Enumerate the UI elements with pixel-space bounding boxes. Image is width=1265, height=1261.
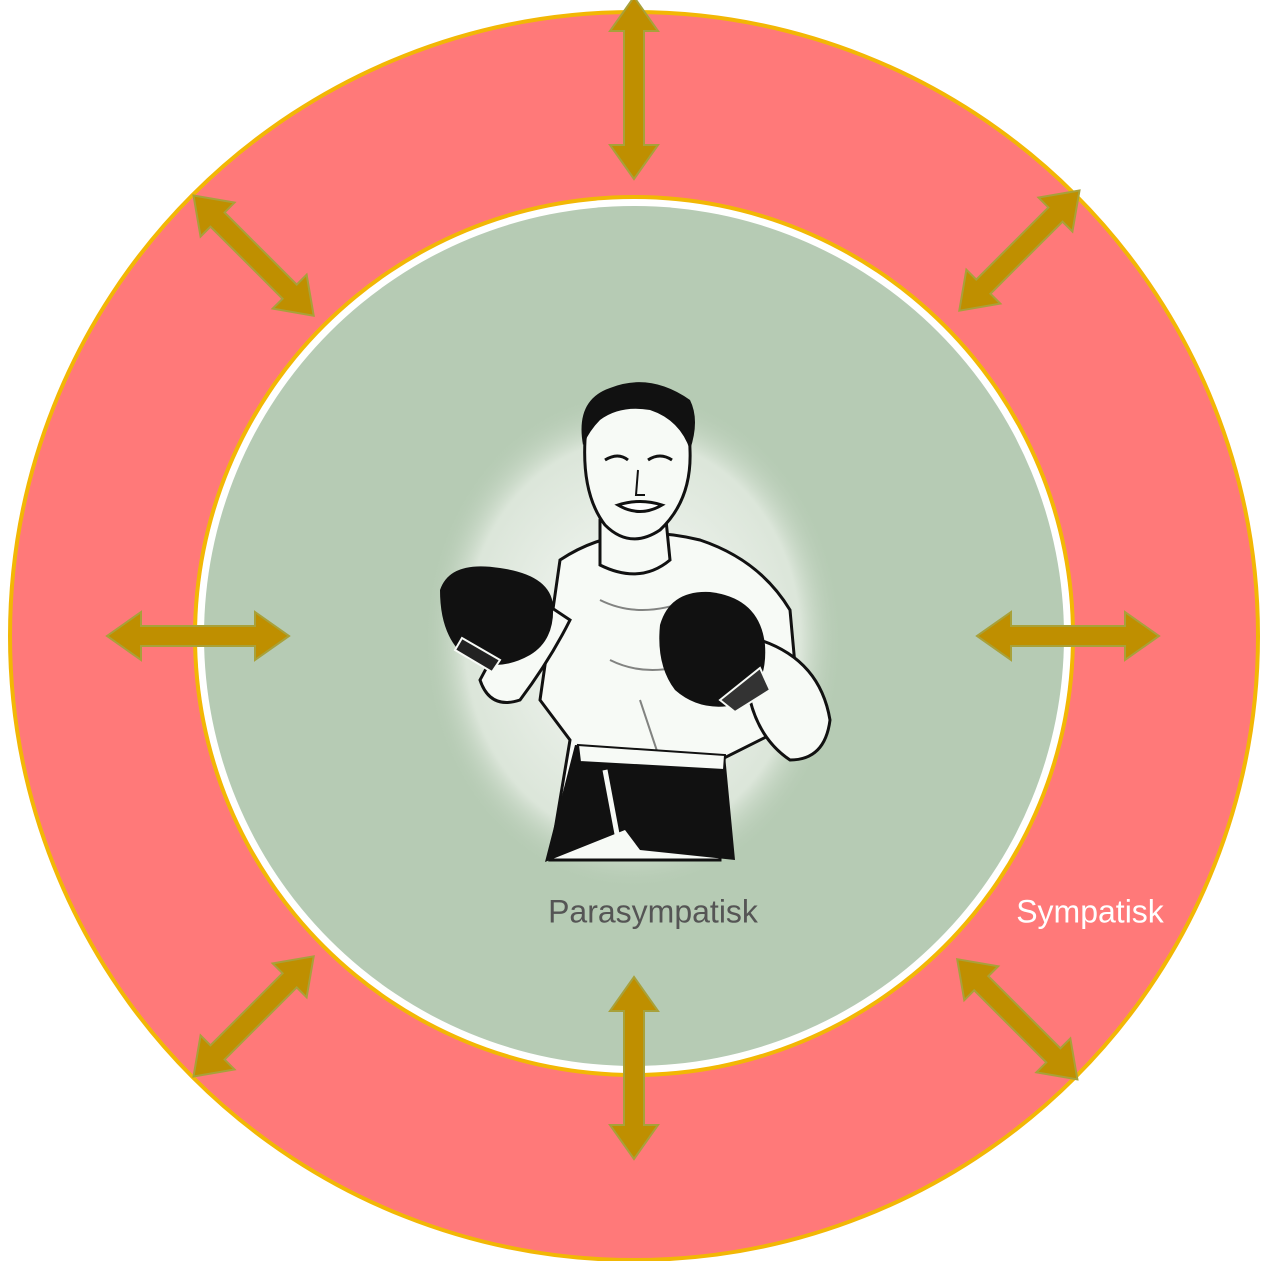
sympathetic-label: Sympatisk <box>1016 894 1164 931</box>
parasympathetic-label: Parasympatisk <box>548 894 758 931</box>
